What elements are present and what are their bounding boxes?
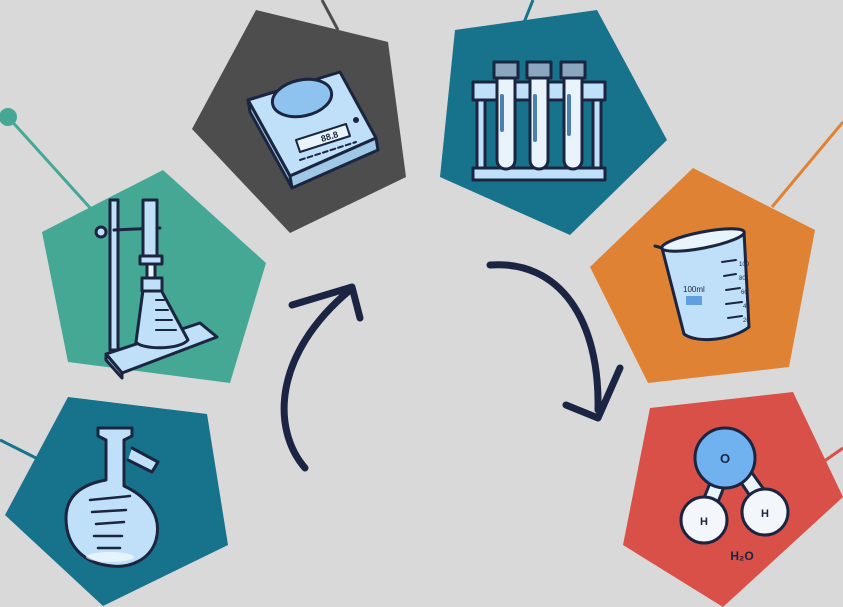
beaker-tick-label: 20 (743, 318, 750, 324)
connector-line-orange (770, 121, 843, 208)
beaker-tick-label: 60 (741, 290, 748, 296)
round-bottom-flask-icon (64, 426, 160, 568)
curved-arrow-down-icon (486, 261, 624, 422)
oxygen-atom (693, 426, 757, 490)
hydrogen-right-label: H (761, 508, 769, 520)
pentagon-red (623, 392, 843, 607)
tile-ring-stand (42, 170, 266, 383)
beaker-tick-label: 40 (743, 304, 750, 310)
formula-label: H₂O (730, 549, 753, 563)
measuring-beaker-icon: 100ml 100 80 60 40 20 (653, 227, 751, 342)
oxygen-label: O (720, 451, 730, 466)
beaker-tick-label: 100 (739, 262, 750, 268)
test-tube-rack-icon (471, 60, 607, 182)
ring-stand-flask-icon (94, 198, 219, 380)
digital-scale-icon: 88.8 (246, 70, 380, 190)
scale-display: 88.8 (320, 129, 340, 144)
hydrogen-atom-left (679, 495, 729, 545)
pentagon-teal-top (440, 10, 667, 235)
tile-beaker: 100ml 100 80 60 40 20 (590, 168, 815, 383)
connector-line-red (822, 446, 843, 464)
connector-line-gray (320, 0, 340, 31)
beaker-volume-label: 100ml (683, 285, 705, 294)
hydrogen-atom-right (740, 487, 790, 537)
tile-test-tubes (440, 10, 667, 235)
tile-molecule: O H H H₂O (623, 392, 843, 607)
connector-line-teal-left (0, 438, 41, 462)
beaker-tick-label: 80 (739, 276, 746, 282)
connector-dot-green (0, 108, 17, 126)
water-molecule-icon: O H H H₂O (679, 426, 790, 563)
tile-scale: 88.8 (192, 10, 406, 233)
tile-round-flask (5, 397, 228, 606)
connector-line-green (6, 115, 94, 212)
curved-arrow-up-icon (280, 283, 364, 472)
hydrogen-left-label: H (700, 516, 708, 528)
